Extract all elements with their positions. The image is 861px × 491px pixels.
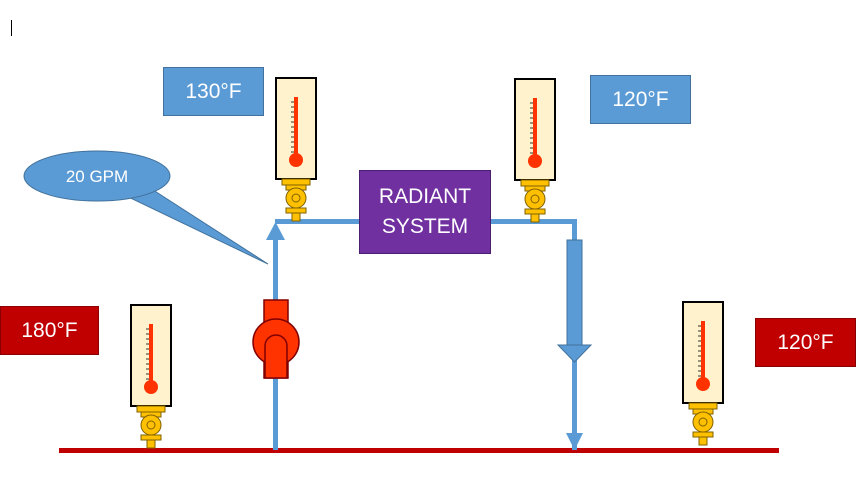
text-cursor — [11, 20, 12, 36]
up-arrow-icon — [266, 222, 285, 240]
thermometer-icon — [130, 304, 172, 449]
thermometer-icon — [682, 301, 724, 446]
radiant-line1: RADIANT — [378, 185, 472, 208]
flow-arrow-icon — [556, 239, 593, 363]
callout-pointer — [116, 187, 269, 265]
radiant-system-box: RADIANT SYSTEM — [359, 170, 491, 254]
radiant-line2: SYSTEM — [381, 215, 469, 238]
bottom-right-temp-label: 120°F — [755, 318, 856, 367]
thermometer-icon — [275, 77, 317, 222]
bottom-left-temp-label: 180°F — [0, 306, 99, 355]
flow-callout — [23, 150, 171, 202]
pump-icon — [252, 299, 300, 379]
main-pipe — [59, 448, 779, 453]
down-arrow-icon — [566, 433, 583, 450]
thermometer-icon — [514, 78, 556, 223]
top-right-temp-label: 120°F — [590, 75, 691, 124]
flow-rate-label: 20 GPM — [65, 167, 129, 186]
top-left-temp-label: 130°F — [163, 67, 264, 116]
